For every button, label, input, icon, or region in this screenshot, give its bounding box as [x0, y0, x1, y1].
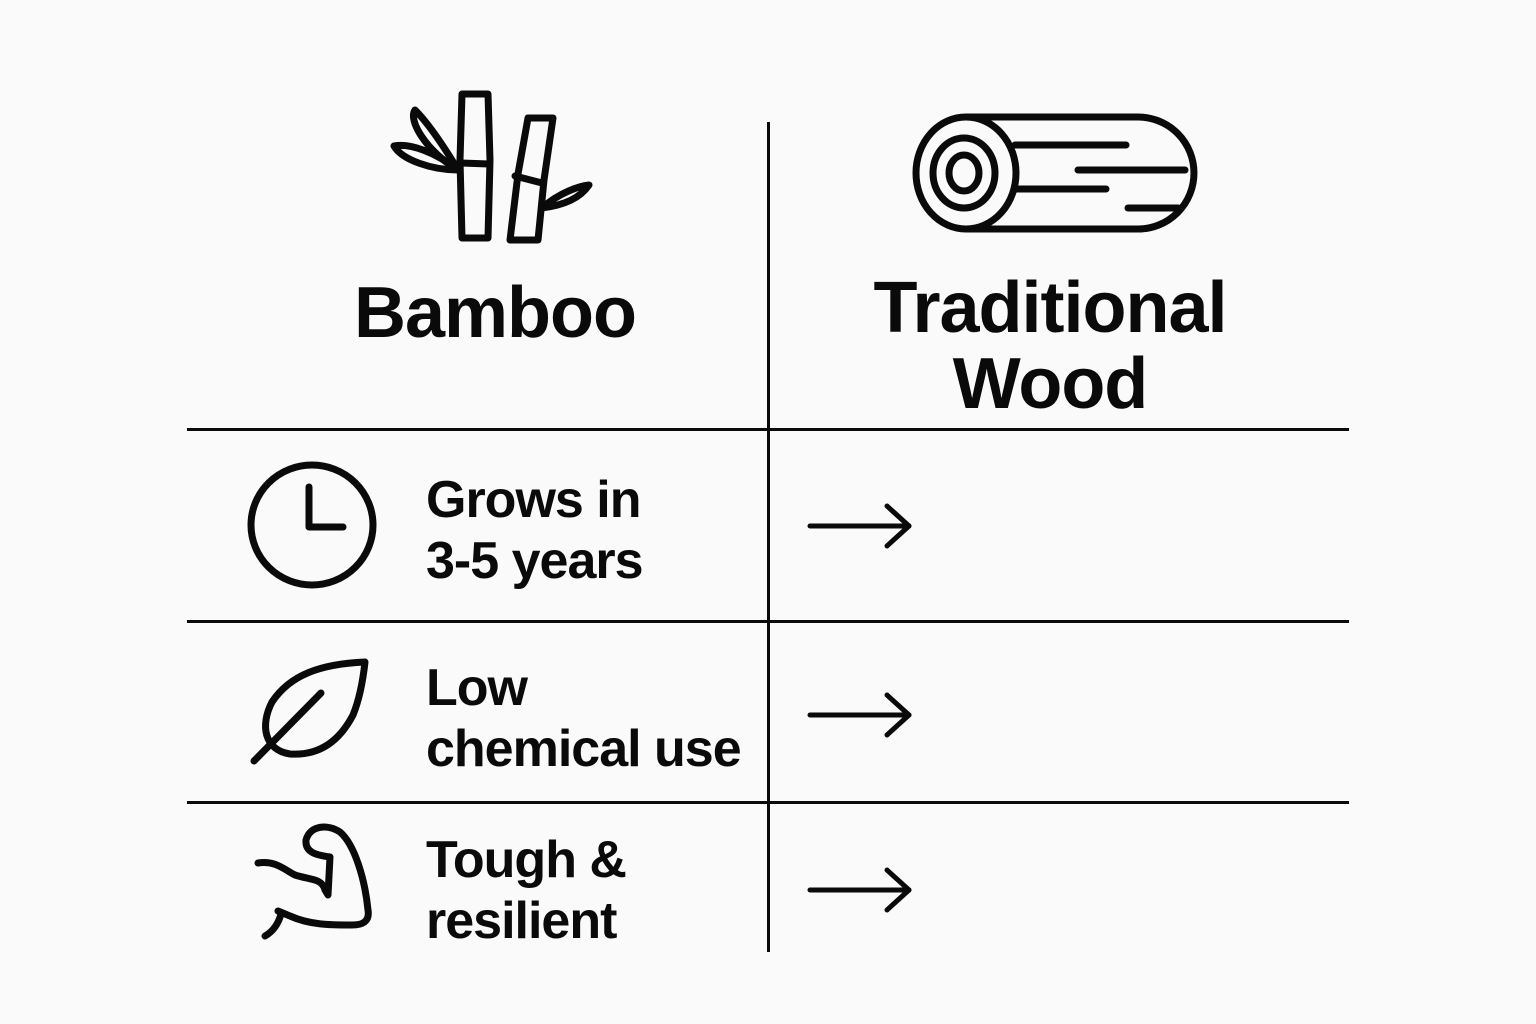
- bamboo-icon: [390, 90, 593, 244]
- feature-text-chemicals: Low chemical use: [426, 658, 742, 780]
- arrow-right-icon: [807, 692, 912, 738]
- feature-text-toughness: Tough & resilient: [426, 830, 627, 952]
- feature-line: Low: [426, 659, 528, 717]
- clock-icon: [247, 461, 377, 589]
- wood-title-line-2: Wood: [952, 344, 1149, 424]
- arrow-right-icon: [807, 867, 912, 913]
- flexed-arm-icon: [254, 823, 372, 940]
- arrow-right-icon: [807, 503, 912, 549]
- feature-line: Tough &: [426, 831, 627, 889]
- bamboo-header: Bamboo: [354, 80, 637, 351]
- row-divider-2: [187, 801, 1349, 804]
- wood-title-line-1: Traditional: [873, 268, 1227, 348]
- feature-line: resilient: [426, 892, 617, 950]
- wood-header: Traditional Wood: [873, 100, 1228, 430]
- feature-line: 3-5 years: [426, 532, 644, 590]
- leaf-icon: [250, 658, 369, 765]
- wood-title: Traditional Wood: [840, 270, 1260, 422]
- feature-text-growth: Grows in 3-5 years: [426, 470, 644, 592]
- feature-line: chemical use: [426, 720, 742, 778]
- bamboo-title: Bamboo: [354, 273, 637, 353]
- row-divider-1: [187, 620, 1349, 623]
- column-divider: [767, 122, 770, 952]
- feature-line: Grows in: [426, 471, 641, 529]
- log-icon: [912, 113, 1198, 233]
- header-divider: [187, 428, 1349, 431]
